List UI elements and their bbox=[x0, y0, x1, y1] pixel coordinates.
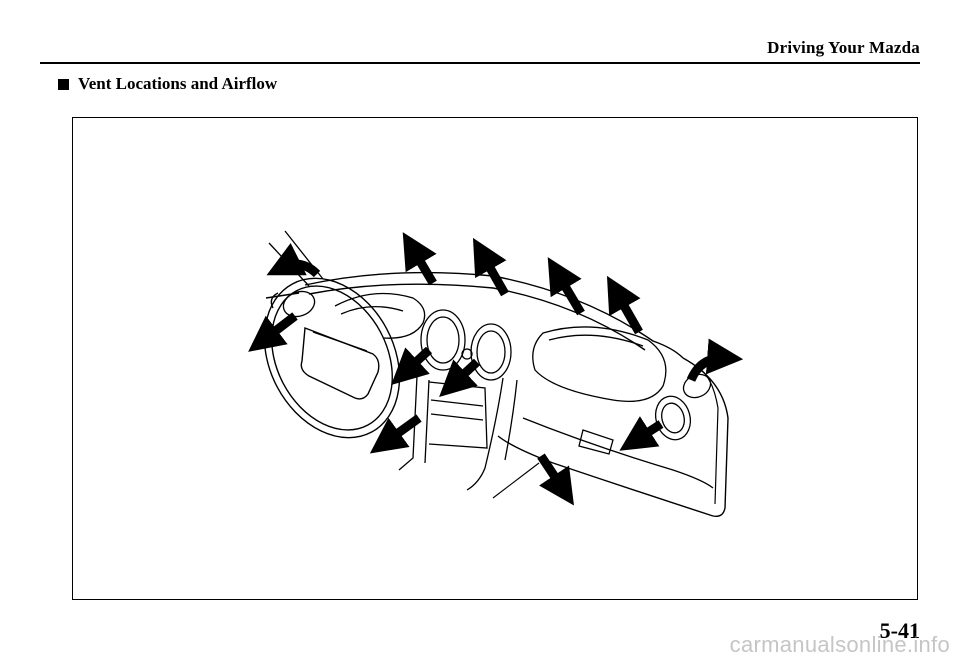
arrow-right-vent bbox=[619, 416, 664, 451]
arrow-defrost-3 bbox=[547, 257, 585, 316]
arrow-center-vent-1 bbox=[391, 346, 433, 385]
center-console bbox=[398, 375, 518, 491]
side-vents bbox=[282, 290, 712, 441]
arrow-floor-left bbox=[369, 414, 422, 454]
watermark: carmanualsonline.info bbox=[729, 632, 950, 657]
arrow-defrost-4 bbox=[606, 275, 643, 335]
passenger-dash bbox=[522, 326, 714, 489]
arrow-floor-center bbox=[537, 453, 574, 506]
figure-frame bbox=[72, 117, 918, 600]
arrow-center-vent-2 bbox=[439, 358, 481, 397]
dashboard-diagram bbox=[248, 230, 744, 518]
header-rule bbox=[40, 62, 920, 64]
arrow-left-side-defrost bbox=[266, 243, 321, 278]
arrow-defrost-1 bbox=[402, 232, 437, 286]
airflow-arrows bbox=[248, 232, 744, 506]
bullet-icon bbox=[58, 78, 69, 90]
instrument-cluster bbox=[334, 292, 426, 339]
floor-lines bbox=[492, 462, 540, 499]
arrow-left-vent bbox=[248, 312, 298, 352]
arrow-defrost-2 bbox=[472, 237, 509, 297]
arrow-right-side-defrost bbox=[686, 338, 744, 382]
dashboard-outline bbox=[265, 271, 729, 518]
right-door bbox=[698, 367, 719, 505]
running-head-title: Driving Your Mazda bbox=[767, 38, 920, 57]
section-title: Vent Locations and Airflow bbox=[78, 74, 278, 93]
page-number: 5-41 bbox=[879, 618, 920, 643]
section-heading: Vent Locations and Airflow bbox=[58, 74, 277, 94]
